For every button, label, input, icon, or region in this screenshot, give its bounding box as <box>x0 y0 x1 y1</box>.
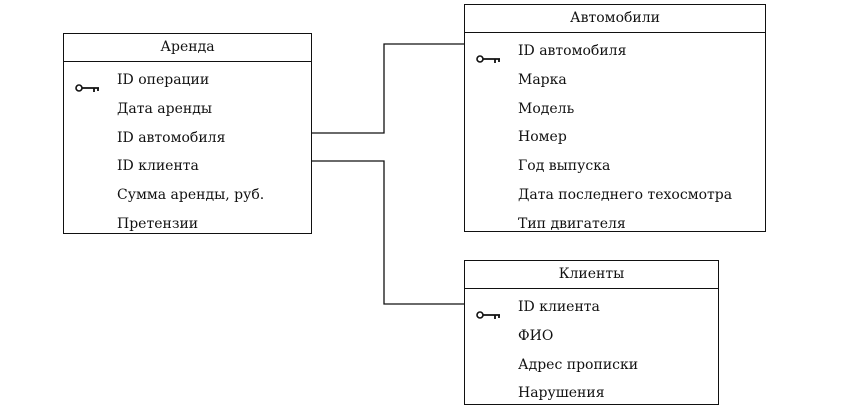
table-field[interactable]: Сумма аренды, руб. <box>64 181 311 210</box>
relation-line-arenda-clients <box>312 160 464 305</box>
table-field[interactable]: Нарушения <box>465 379 718 408</box>
field-label: Претензии <box>117 215 199 232</box>
table-arenda-title: Аренда <box>64 34 311 62</box>
table-automobiles-title: Автомобили <box>465 5 765 33</box>
primary-key-icon <box>476 46 502 63</box>
table-field[interactable]: Номер <box>465 123 765 152</box>
field-label: Дата последнего техосмотра <box>518 186 733 203</box>
field-label: ID операции <box>117 72 210 88</box>
table-field[interactable]: Тип двигателя <box>465 210 765 239</box>
primary-key-field[interactable]: ID автомобиля <box>465 37 765 66</box>
field-label: Год выпуска <box>518 158 611 175</box>
field-label: ID клиента <box>518 299 600 315</box>
primary-key-icon <box>476 302 502 319</box>
field-label: Тип двигателя <box>518 215 626 232</box>
field-label: Дата аренды <box>117 100 212 117</box>
table-field[interactable]: Претензии <box>64 210 311 239</box>
primary-key-field[interactable]: ID клиента <box>465 293 718 322</box>
table-field[interactable]: Дата последнего техосмотра <box>465 181 765 210</box>
table-field[interactable]: Марка <box>465 66 765 95</box>
field-label: ID клиента <box>117 158 199 175</box>
field-label: Номер <box>518 129 567 146</box>
relation-line-arenda-automobiles <box>312 43 464 134</box>
field-label: Нарушения <box>518 385 605 402</box>
field-label: Сумма аренды, руб. <box>117 187 265 204</box>
field-label: Адрес прописки <box>518 356 639 373</box>
primary-key-field[interactable]: ID операции <box>64 66 311 95</box>
table-field[interactable]: Адрес прописки <box>465 351 718 380</box>
field-label: ID автомобиля <box>117 129 226 146</box>
field-label: Марка <box>518 71 567 88</box>
table-field[interactable]: ID клиента <box>64 152 311 181</box>
table-field[interactable]: ID автомобиля <box>64 124 311 153</box>
field-label: ID автомобиля <box>518 43 627 59</box>
primary-key-icon <box>75 75 101 92</box>
table-field[interactable]: Год выпуска <box>465 152 765 181</box>
table-field[interactable]: Модель <box>465 95 765 124</box>
table-clients-title: Клиенты <box>465 261 718 289</box>
field-label: ФИО <box>518 327 554 344</box>
table-field[interactable]: Дата аренды <box>64 95 311 124</box>
table-field[interactable]: ФИО <box>465 322 718 351</box>
field-label: Модель <box>518 100 575 117</box>
